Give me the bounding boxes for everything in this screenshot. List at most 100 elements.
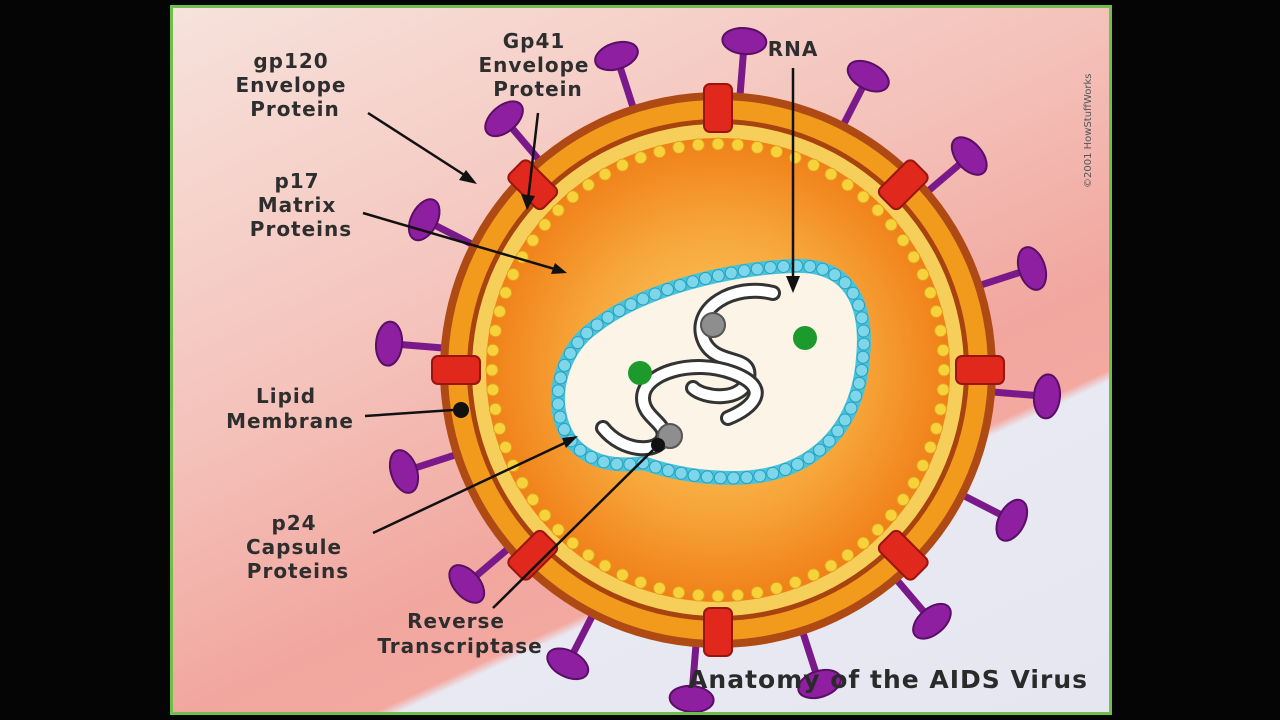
capsid-dot [803,260,817,274]
capsid-dot [724,266,738,280]
matrix-dot [769,145,783,159]
matrix-dot [884,508,898,522]
matrix-dot [672,140,686,154]
matrix-dot [769,581,783,595]
matrix-dot [499,286,513,300]
matrix-dot [923,286,937,300]
matrix-dot [788,151,802,165]
matrix-dot [929,305,943,319]
arrow-rt-dot [651,438,665,452]
matrix-dot [711,589,725,603]
capsid-dot [700,470,714,484]
capsid-dot [740,470,754,484]
matrix-dot [538,218,552,232]
matrix-dot [493,421,507,435]
arrow-gp120-head [459,170,477,184]
capsid-dot [711,269,725,283]
capsid-dot [623,457,637,471]
matrix-dot [750,586,764,600]
gp120-knob [1032,373,1062,420]
capsid-dot [687,468,701,482]
integrase-gray-1 [700,312,726,338]
capsid-dot [849,389,863,403]
matrix-dot [807,158,821,172]
capsid-dot [822,434,836,448]
arrow-p24-head [562,436,578,448]
copyright-notice: ©2001 HowStuffWorks [1083,74,1094,188]
matrix-dot [896,493,910,507]
matrix-dot [566,536,580,550]
arrow-lipid [364,408,454,418]
gp120-knob [846,59,890,93]
capsid-dot [612,304,626,318]
capsid-dot [551,384,565,398]
capsid-dot [813,443,827,457]
matrix-protein-dots [485,137,951,603]
capsid-dot [846,286,860,300]
capsid-dot [763,260,777,274]
gp120-knob [407,198,441,242]
matrix-dot [615,568,629,582]
capsid-dot [713,471,727,485]
rna-strand-1 [688,285,778,402]
capsid-dot [737,264,751,278]
matrix-dot [929,421,943,435]
arrow-p17-head [551,263,567,274]
gp120-knob [950,136,988,176]
gp41-stalk [955,355,1005,385]
p24-capsid-dots [551,259,871,485]
capsid-dot [573,443,587,457]
capsid-dot [661,283,675,297]
gp120-knob [374,320,404,367]
capsid-dot [557,423,571,437]
matrix-dot [934,324,948,338]
capsid-dot [601,310,615,324]
capsid-dot [551,397,565,411]
matrix-dot [856,536,870,550]
gp120-knob [797,668,842,700]
matrix-dot [526,493,540,507]
arrow-gp41 [526,112,540,201]
capsid-dot [727,471,741,485]
matrix-dot [856,190,870,204]
capsid-dot [838,276,852,290]
capsid-dot [857,324,871,338]
virus-diagram: gp120 Envelope Protein Gp41 Envelope Pro… [226,26,1094,712]
capsid-dot [580,326,594,340]
gp120-knob [594,40,639,72]
matrix-dot [551,523,565,537]
matrix-dot [653,581,667,595]
capsid-dot [852,298,866,312]
rna-strand-2 [598,362,761,454]
matrix-dot [488,402,502,416]
capsid-dot [698,271,712,285]
matrix-dot [485,363,499,377]
matrix-dot [807,568,821,582]
gp120-knob [668,684,715,712]
matrix-dot [506,267,520,281]
capsid-dot [554,371,568,385]
capsid-dot [856,350,870,364]
matrix-dot [937,363,951,377]
capsid-dot [673,278,687,292]
matrix-dot [615,158,629,172]
capsid-dot [766,466,780,480]
capsid-dot [558,358,572,372]
label-gp120: gp120 Envelope Protein [236,49,355,121]
gp120-knob [912,602,952,640]
gp120-knob [721,26,768,56]
gp120-knob [1016,246,1048,291]
protease-green-2 [628,361,652,385]
gp41-stalk [703,83,733,133]
matrix-dot [936,383,950,397]
diagram-title: Anatomy of the AIDS Virus [688,665,1088,694]
matrix-dot [841,548,855,562]
label-p24: p24 Capsule Proteins [246,511,350,583]
gp41-stalks [431,83,1005,657]
gp120-knob [546,647,590,681]
capsid-dot [649,460,663,474]
matrix-dot [824,559,838,573]
capsid-dot [661,463,675,477]
matrix-dot [493,305,507,319]
